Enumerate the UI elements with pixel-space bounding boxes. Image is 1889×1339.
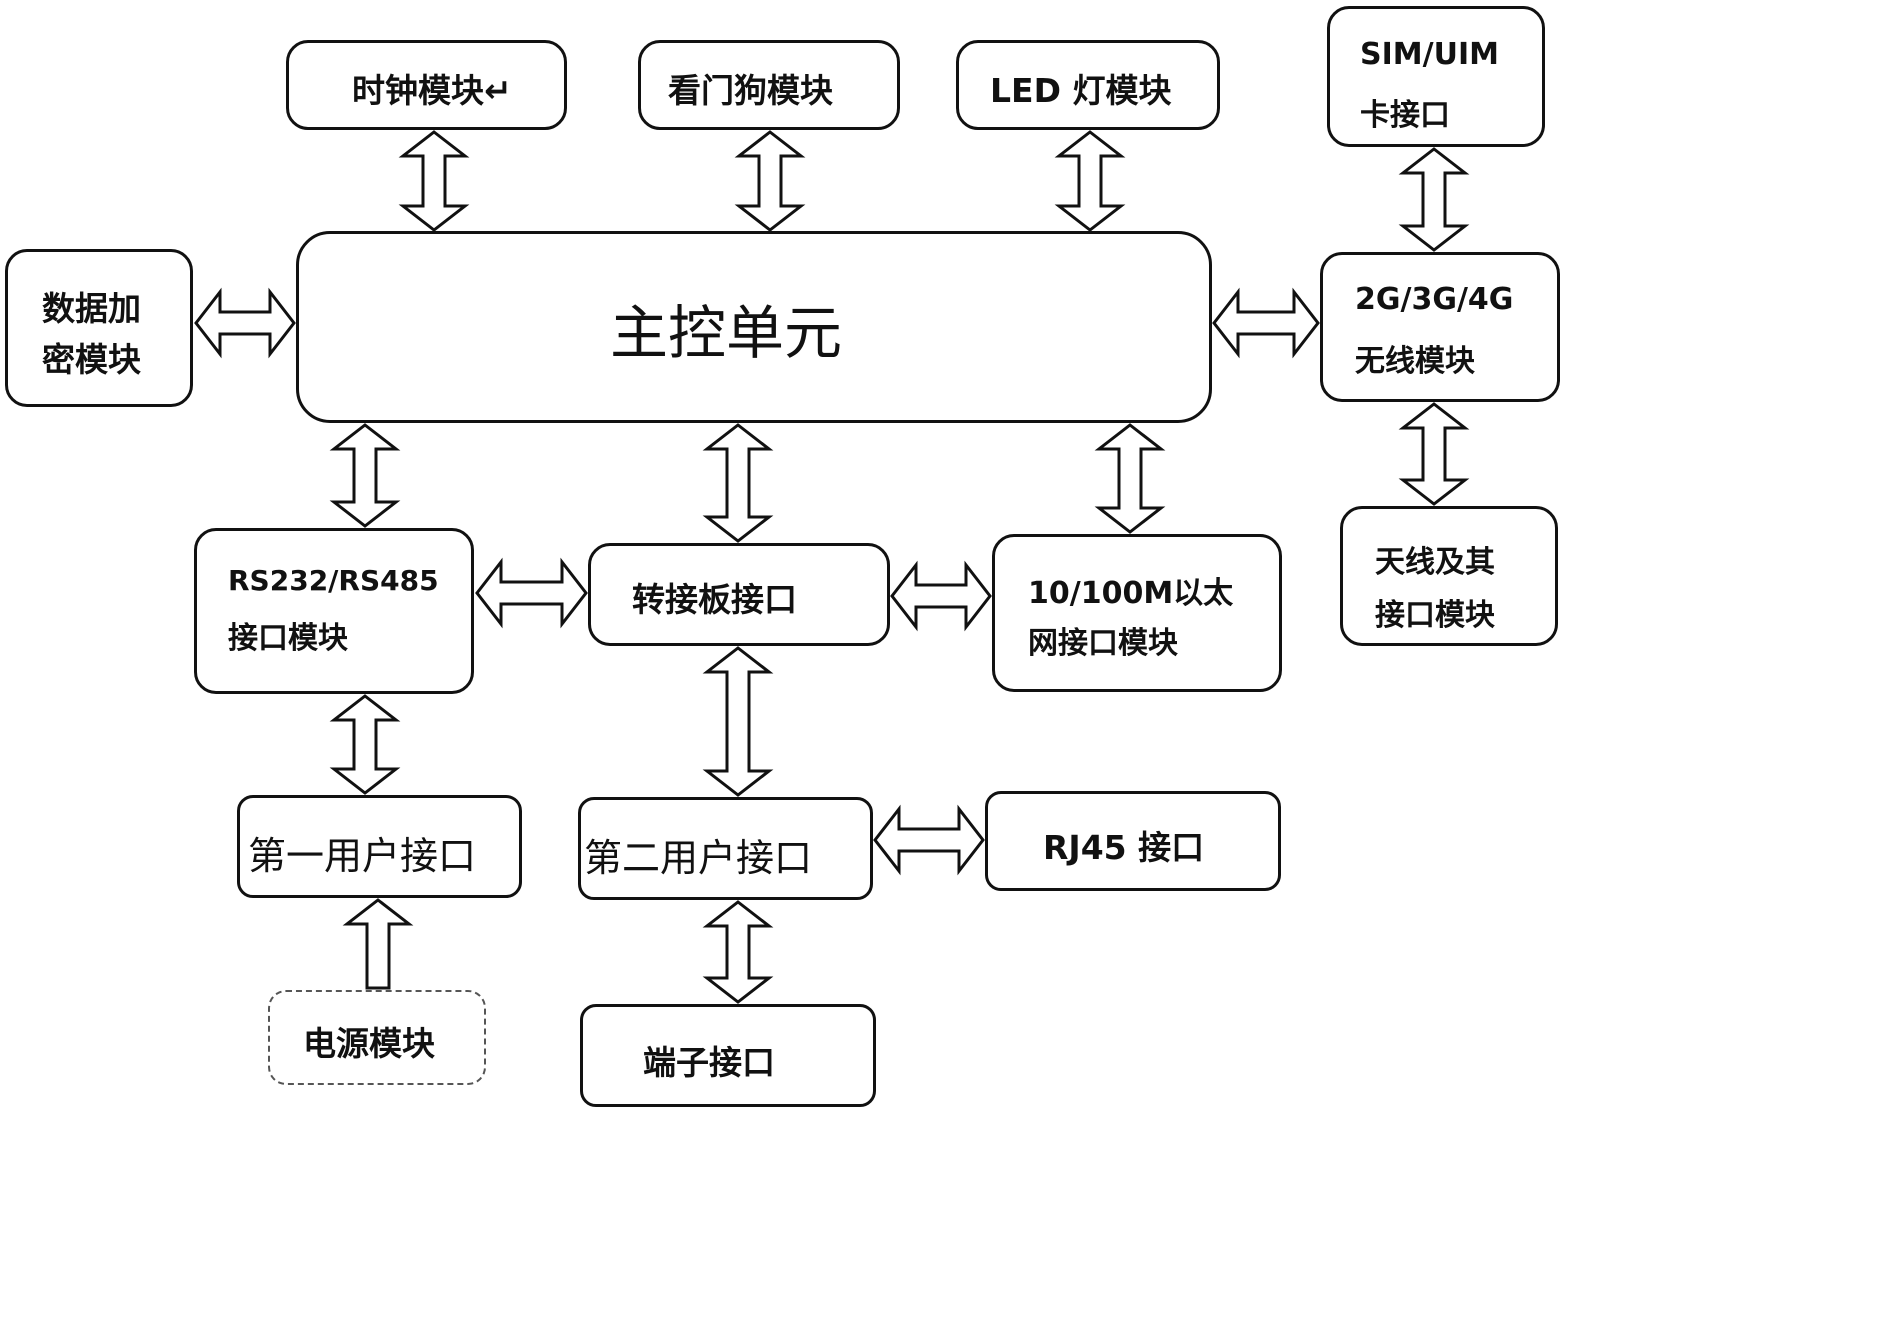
data-encryption-module-box (5, 249, 193, 407)
arrow-main-wireless (1212, 287, 1320, 359)
arrow-main-ethernet (1094, 423, 1166, 534)
clock-module-box (286, 40, 567, 130)
terminal-interface-box (580, 1004, 876, 1107)
arrows-layer (194, 130, 1470, 1004)
arrow-serial-adapter (475, 557, 588, 629)
arrow-serial-user1 (329, 694, 401, 795)
arrow-user2-rj45 (873, 804, 985, 876)
data-encryption-label-line2: 密模块 (42, 340, 141, 379)
adapter-board-interface-box (588, 543, 890, 646)
first-user-interface-label: 第一用户接口 (248, 834, 477, 878)
main-control-unit-box (296, 231, 1212, 423)
adapter-board-interface-label: 转接板接口 (632, 580, 797, 619)
rj45-interface-box (985, 791, 1281, 891)
watchdog-module-box (638, 40, 900, 130)
rs232-rs485-label-line1: RS232/RS485 (228, 564, 439, 597)
rj45-interface-label: RJ45 接口 (1043, 828, 1205, 867)
arrow-encryption-main (194, 287, 296, 359)
arrow-power-user1 (342, 898, 414, 990)
arrow-main-adapter (702, 423, 774, 543)
sim-uim-interface-box (1327, 6, 1545, 147)
antenna-module-box (1340, 506, 1558, 646)
arrow-watchdog-main (734, 130, 806, 232)
arrow-wireless-antenna (1398, 402, 1470, 506)
clock-module-label: 时钟模块↵ (352, 71, 512, 110)
rs232-rs485-module-box (194, 528, 474, 694)
antenna-label-line2: 接口模块 (1375, 598, 1495, 633)
watchdog-module-label: 看门狗模块 (668, 71, 833, 110)
power-module-label: 电源模块 (303, 1024, 435, 1063)
wireless-label-line1: 2G/3G/4G (1355, 282, 1514, 317)
rs232-rs485-label-line2: 接口模块 (228, 621, 348, 656)
antenna-label-line1: 天线及其 (1375, 545, 1495, 580)
arrow-main-serial (329, 423, 401, 528)
wireless-label-line2: 无线模块 (1355, 344, 1475, 379)
led-module-box (956, 40, 1220, 130)
led-module-label: LED 灯模块 (990, 71, 1172, 110)
arrow-led-main (1054, 130, 1126, 232)
arrow-adapter-user2 (702, 646, 774, 797)
terminal-interface-label: 端子接口 (643, 1043, 775, 1082)
arrow-clock-main (398, 130, 470, 232)
arrow-sim-wireless (1398, 147, 1470, 252)
sim-uim-label-line2: 卡接口 (1360, 98, 1450, 133)
ethernet-module-box (992, 534, 1282, 692)
arrow-adapter-ethernet (890, 560, 992, 632)
arrow-user2-terminal (702, 900, 774, 1004)
second-user-interface-label: 第二用户接口 (584, 836, 813, 880)
ethernet-label-line2: 网接口模块 (1028, 626, 1178, 661)
main-control-unit-label: 主控单元 (610, 299, 843, 367)
second-user-interface-box (578, 797, 873, 900)
power-module-box (268, 990, 486, 1085)
wireless-module-box (1320, 252, 1560, 402)
ethernet-label-line1: 10/100M以太 (1028, 576, 1234, 611)
sim-uim-label-line1: SIM/UIM (1360, 37, 1499, 72)
first-user-interface-box (237, 795, 522, 898)
data-encryption-label-line1: 数据加 (42, 289, 141, 328)
